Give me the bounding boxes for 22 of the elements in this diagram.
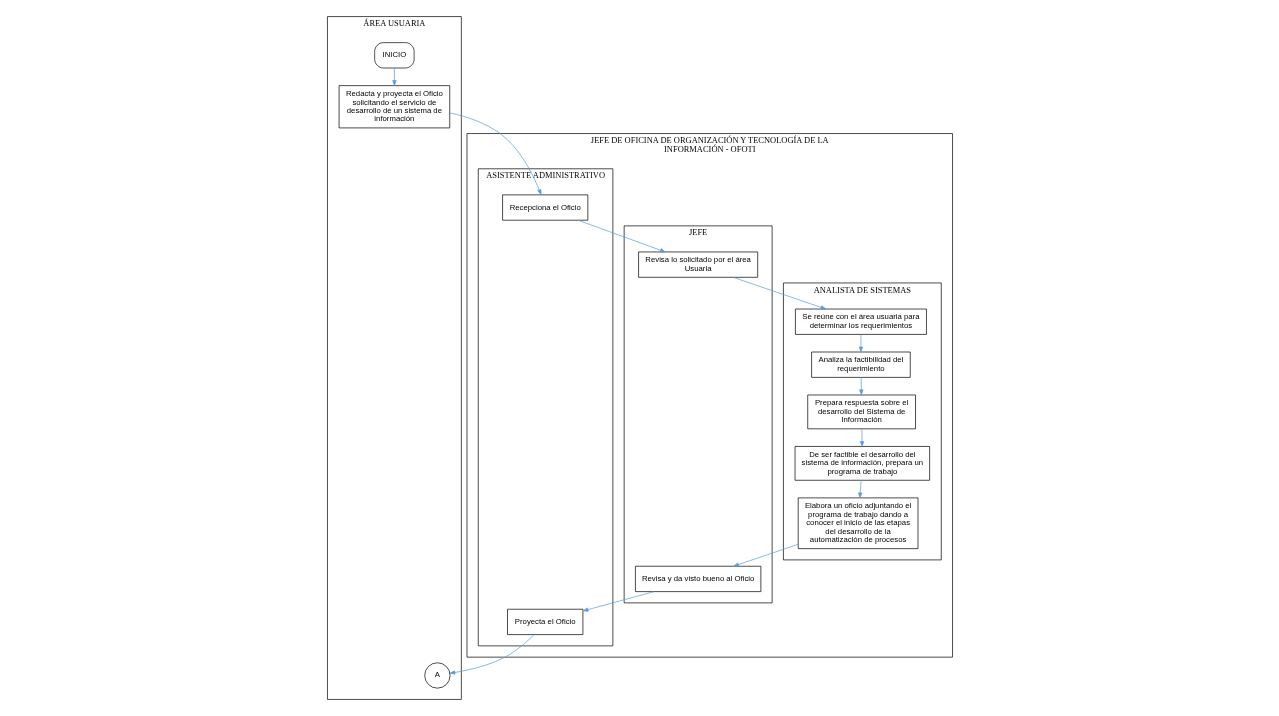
node-box: Proyecta el Oficio	[506, 608, 583, 635]
arrow	[857, 480, 862, 499]
arrow	[732, 543, 798, 567]
node-box: Redacta y proyecta el Oficio solicitando el servicio de desarrollo de un sistema de información	[338, 85, 450, 129]
arrow	[732, 277, 826, 310]
node-box: Revisa y da visto bueno al Oficio	[634, 565, 761, 592]
node-box: INICIO	[373, 42, 414, 69]
arrow	[858, 377, 863, 396]
node-box: Revisa lo solicitado por el área Usuaria	[637, 251, 758, 278]
node-box: Elabora un oficio adjuntando el programa de trabajo dando a conocer el inicio de las etapas del desarrollo de la automatización de procesos	[797, 497, 918, 549]
arrow	[858, 334, 863, 353]
node-box: Se reúne con el área usuaria para determinar los requerimientos	[794, 308, 927, 335]
arrow	[448, 112, 541, 195]
node-box: De ser factible el desarrollo del sistema de información, prepara un programa de trabajo	[794, 446, 930, 481]
arrow	[577, 219, 666, 253]
node-circle: A	[423, 662, 450, 689]
node-box: Analiza la factibilidad del requerimiento	[810, 351, 911, 378]
node-box: Prepara respuesta sobre el desarrollo del Sistema de Información	[806, 394, 916, 430]
arrow	[449, 634, 534, 675]
arrow	[859, 428, 864, 447]
node-box: Recepciona el Oficio	[501, 194, 588, 221]
arrow	[391, 67, 396, 86]
